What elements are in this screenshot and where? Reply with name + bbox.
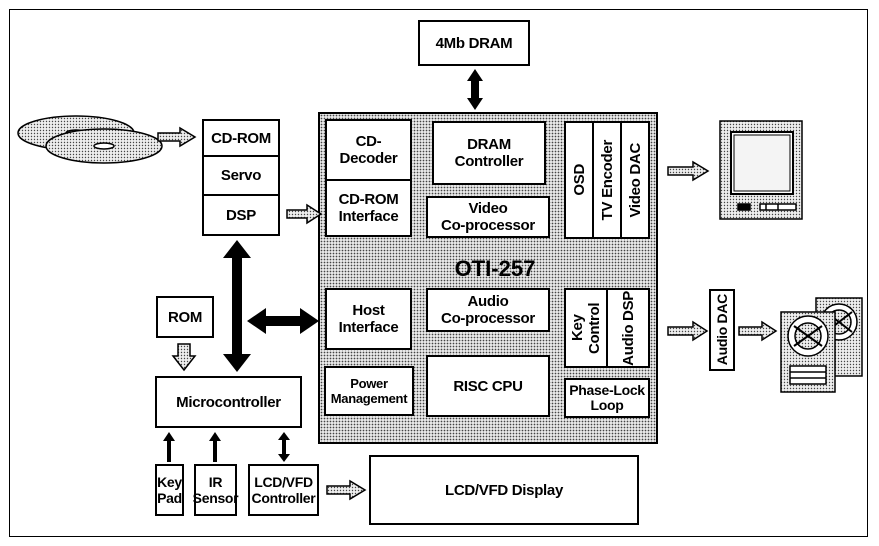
diagram-frame bbox=[9, 9, 868, 537]
dram-controller-block: DRAM Controller bbox=[432, 121, 546, 185]
pll-block: Phase-Lock Loop bbox=[564, 378, 650, 418]
servo-block: Servo bbox=[202, 155, 280, 196]
audio-dsp-block: Audio DSP bbox=[606, 288, 650, 368]
dsp-to-interface-arrow bbox=[286, 203, 323, 225]
micro-drive-bus-arrow bbox=[223, 240, 251, 372]
keypad-arrow bbox=[163, 432, 175, 462]
host-interface-block: Host Interface bbox=[325, 288, 412, 350]
cdrom-interface-block: CD-ROM Interface bbox=[325, 179, 412, 237]
chip-title: OTI-257 bbox=[454, 256, 536, 281]
lcd-ctrl-to-display-arrow bbox=[326, 479, 367, 501]
tv-monitor-icon bbox=[719, 120, 803, 220]
lcd-display-block: LCD/VFD Display bbox=[369, 455, 639, 525]
audio-coprocessor-block: Audio Co-processor bbox=[426, 288, 550, 332]
ir-sensor-block: IR Sensor bbox=[193, 464, 239, 516]
lcd-ctrl-bus-arrow bbox=[278, 432, 290, 462]
ir-arrow bbox=[209, 432, 221, 462]
cd-discs-icon bbox=[17, 115, 163, 164]
host-bus-arrow bbox=[247, 308, 319, 334]
speakers-icon bbox=[780, 297, 863, 393]
rom-to-micro-arrow bbox=[171, 343, 197, 372]
rom-block: ROM bbox=[156, 296, 214, 338]
lcd-controller-block: LCD/VFD Controller bbox=[248, 464, 319, 516]
tv-encoder-block: TV Encoder bbox=[592, 121, 622, 239]
disc-to-cdrom-arrow bbox=[157, 126, 197, 148]
microcontroller-block: Microcontroller bbox=[155, 376, 302, 428]
audio-dac-block: Audio DAC bbox=[709, 289, 735, 371]
risc-cpu-block: RISC CPU bbox=[426, 355, 550, 417]
video-out-arrow bbox=[667, 160, 710, 182]
keypad-block: Key Pad bbox=[155, 464, 184, 516]
dram-bus-arrow bbox=[467, 69, 483, 110]
dac-to-speakers-arrow bbox=[738, 320, 778, 342]
video-dac-block: Video DAC bbox=[620, 121, 650, 239]
dsp-block: DSP bbox=[202, 194, 280, 236]
video-coprocessor-block: Video Co-processor bbox=[426, 196, 550, 238]
dram-block: 4Mb DRAM bbox=[418, 20, 530, 66]
audio-to-dac-arrow bbox=[667, 320, 709, 342]
power-management-block: Power Management bbox=[324, 366, 414, 416]
cdrom-block: CD-ROM bbox=[202, 119, 280, 157]
